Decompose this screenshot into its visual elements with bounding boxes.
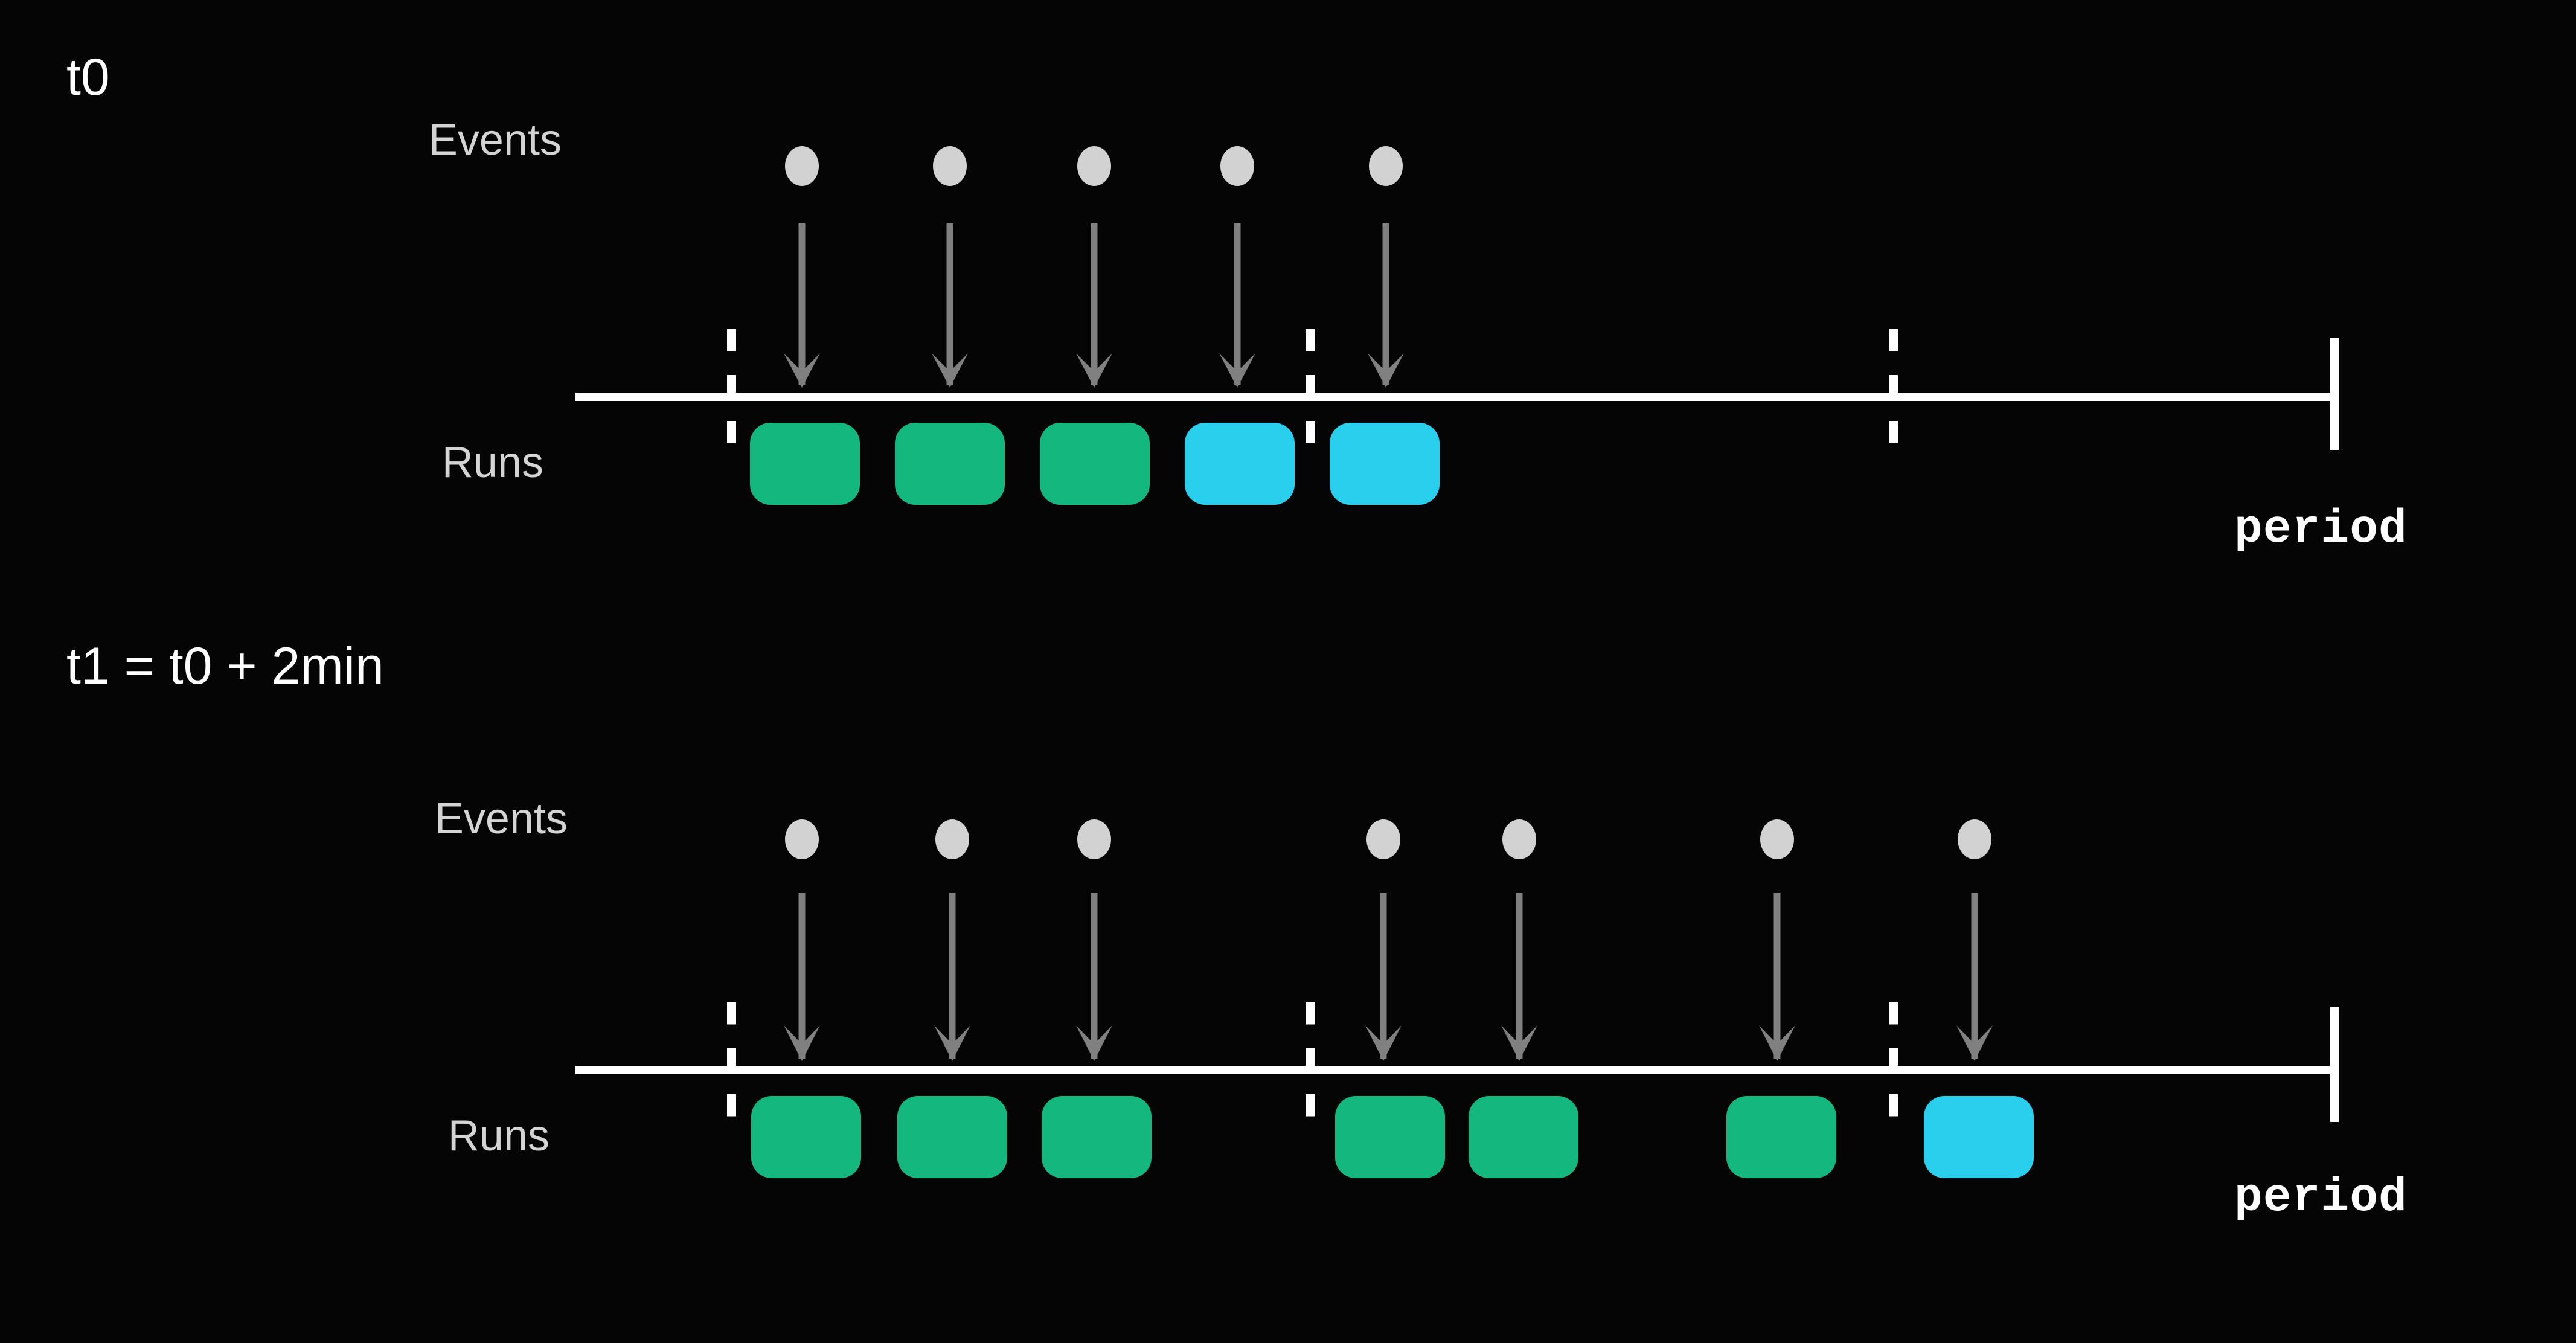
event-arrow <box>1365 893 1402 1061</box>
event-dot <box>1077 819 1111 859</box>
event-dot <box>1958 819 1991 859</box>
timeline-axis-t1 <box>575 1066 2334 1074</box>
run-box <box>1185 423 1295 505</box>
section-title-t1: t1 = t0 + 2min <box>66 637 384 695</box>
event-dot <box>935 819 969 859</box>
event-arrow <box>1368 223 1404 388</box>
event-dot <box>785 819 819 859</box>
run-box <box>1335 1096 1445 1178</box>
timeline-end-tick-t0 <box>2330 338 2339 450</box>
event-dot <box>1760 819 1794 859</box>
section-title-t0: t0 <box>66 48 110 106</box>
event-dot <box>1077 146 1111 186</box>
event-dot <box>933 146 967 186</box>
event-arrow <box>784 893 820 1061</box>
run-box <box>751 1096 861 1178</box>
event-arrow <box>1076 223 1112 388</box>
event-dot <box>785 146 819 186</box>
event-arrow <box>1219 223 1255 388</box>
run-box <box>897 1096 1007 1178</box>
run-box <box>1469 1096 1578 1178</box>
runs-row-label-t1: Runs <box>447 1112 549 1160</box>
period-label-t1: period <box>2234 1172 2408 1225</box>
run-box <box>1040 423 1150 505</box>
event-arrow <box>934 893 970 1061</box>
period-boundary-marker <box>1889 1002 1898 1123</box>
event-arrow <box>1759 893 1795 1061</box>
run-box <box>1042 1096 1152 1178</box>
event-dot <box>1220 146 1254 186</box>
events-row-label-t0: Events <box>428 116 562 164</box>
event-dot <box>1502 819 1536 859</box>
events-row-label-t1: Events <box>434 795 568 843</box>
run-box <box>1924 1096 2034 1178</box>
event-dot <box>1369 146 1403 186</box>
timeline-axis-t0 <box>575 393 2334 401</box>
event-arrow <box>1501 893 1537 1061</box>
event-arrow <box>1076 893 1112 1061</box>
run-box <box>895 423 1005 505</box>
period-boundary-marker <box>1889 329 1898 450</box>
run-box <box>1726 1096 1836 1178</box>
period-boundary-marker <box>727 329 736 450</box>
run-box <box>750 423 860 505</box>
event-dot <box>1366 819 1400 859</box>
timeline-end-tick-t1 <box>2330 1007 2339 1122</box>
run-box <box>1330 423 1440 505</box>
period-label-t0: period <box>2234 503 2408 556</box>
period-boundary-marker <box>1306 1002 1315 1123</box>
event-arrow <box>1956 893 1993 1061</box>
runs-row-label-t0: Runs <box>441 438 543 487</box>
period-boundary-marker <box>727 1002 736 1123</box>
period-boundary-marker <box>1306 329 1315 450</box>
event-arrow <box>784 223 820 388</box>
event-arrow <box>932 223 968 388</box>
